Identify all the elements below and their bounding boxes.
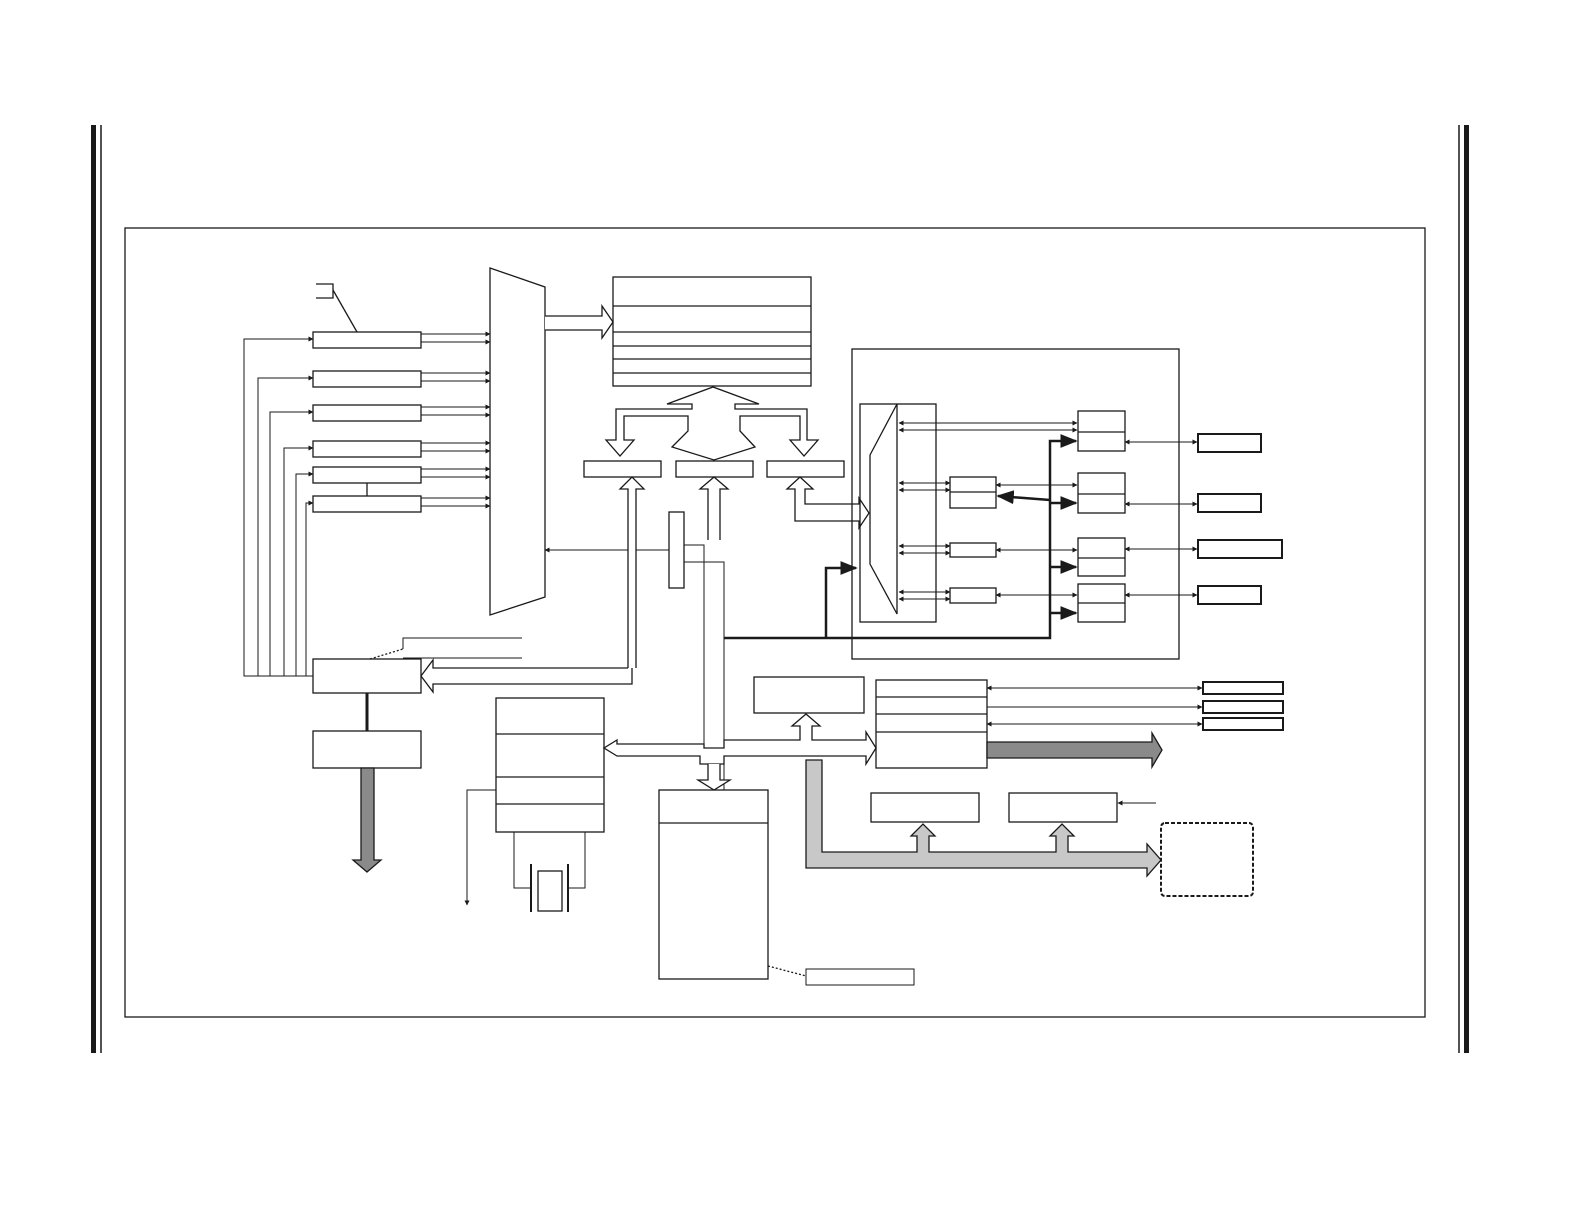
port-reg-3 (1077, 537, 1126, 577)
left-block-3 (312, 404, 422, 422)
lower-gray-bus (805, 759, 1162, 878)
port-pin-links (1124, 439, 1198, 598)
channel-block-3 (949, 587, 997, 604)
pin-bracket (316, 283, 334, 299)
timer-block (753, 676, 865, 714)
left-to-mux-arrows (421, 331, 491, 509)
external-module (1160, 822, 1254, 897)
control-block (312, 658, 422, 694)
mid-block-c (766, 460, 845, 478)
peripheral-channels (898, 420, 1078, 602)
port-pin-4 (1197, 585, 1262, 605)
mid-block-b (675, 460, 754, 478)
mid-block-a (583, 460, 662, 478)
serial-pin-links (986, 685, 1203, 727)
bus-c-to-peripheral (785, 476, 870, 531)
control-bus-in (420, 658, 633, 694)
left-block-5 (312, 466, 422, 484)
output-bus-down (351, 767, 383, 873)
memory-note-line (805, 968, 915, 986)
crystal (537, 870, 563, 912)
port-control-line (724, 434, 1078, 640)
left-block-1 (312, 331, 422, 349)
serial-pin-2 (1202, 700, 1284, 714)
lower-block-1 (870, 792, 980, 823)
peripheral-inner (859, 403, 937, 623)
output-block (312, 730, 422, 769)
right-margin-bars (1458, 125, 1469, 1053)
register-fork-bus (604, 386, 820, 461)
serial-output-bus (986, 730, 1163, 770)
peripheral-mux (869, 403, 898, 615)
channel-links (995, 482, 1078, 598)
port-reg-1 (1077, 410, 1126, 452)
serial-block (875, 679, 988, 769)
figure-frame (124, 227, 1426, 1018)
left-block-4 (312, 440, 422, 458)
feedback-lines (243, 336, 314, 677)
bus-up-a (618, 476, 646, 668)
left-margin-bars (91, 125, 102, 1053)
left-block-6 (312, 495, 422, 513)
bus-latch (668, 511, 685, 589)
channel-block-2 (949, 542, 997, 558)
clock-block (495, 697, 605, 833)
serial-pin-3 (1202, 717, 1284, 731)
memory-block (658, 789, 769, 980)
port-reg-2 (1077, 472, 1126, 514)
port-pin-1 (1197, 433, 1262, 453)
bus-down-memory (695, 764, 733, 791)
port-pin-2 (1197, 493, 1262, 513)
port-pin-3 (1197, 539, 1283, 559)
multiplexer (489, 267, 546, 616)
lower-block-2 (1008, 792, 1118, 823)
left-block-2 (312, 370, 422, 388)
main-bus (602, 713, 877, 767)
bus-up-b (698, 476, 730, 540)
serial-pin-1 (1202, 681, 1284, 695)
mux-output-bus (545, 303, 614, 341)
